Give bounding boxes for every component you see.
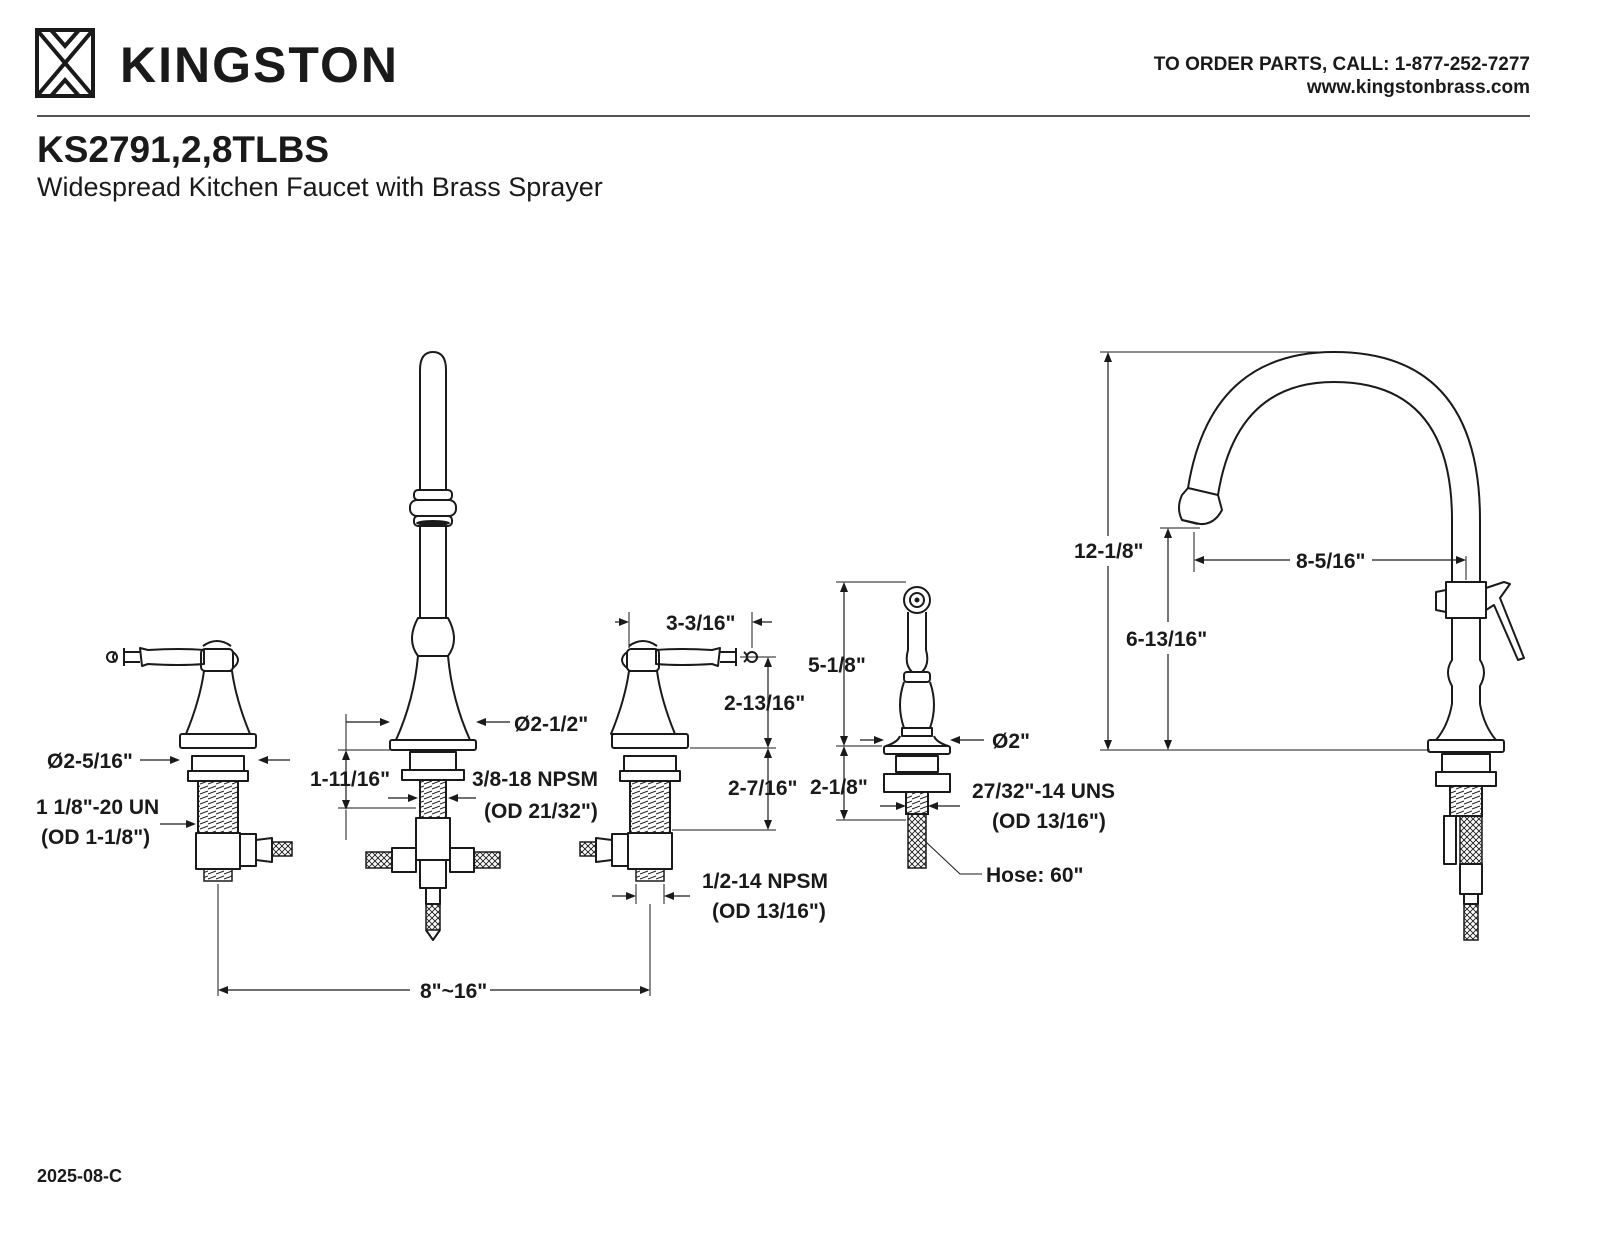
hot-handle-valve (106, 640, 293, 882)
model-number: KS2791,2,8TLBS (37, 129, 329, 170)
label-spout-mount-height: 1-11/16" (310, 768, 390, 791)
label-cold-handle-height: 2-13/16" (724, 692, 805, 715)
website-link[interactable]: www.kingstonbrass.com (1306, 77, 1530, 98)
order-phone: TO ORDER PARTS, CALL: 1-877-252-7277 (1154, 54, 1530, 75)
label-spout-reach: 8-5/16" (1296, 550, 1366, 573)
sprayer-assembly (883, 586, 951, 869)
cold-handle-valve (579, 640, 758, 882)
product-description: Widespread Kitchen Faucet with Brass Spr… (37, 172, 603, 202)
label-cold-handle-width: 3-3/16" (666, 612, 736, 635)
label-sprayer-base-diameter: Ø2" (992, 730, 1030, 753)
kingston-logo-icon (35, 28, 95, 98)
label-total-height: 12-1/8" (1074, 540, 1144, 563)
label-spout-base-diameter: Ø2-1/2" (514, 713, 588, 736)
label-hose-length: Hose: 60" (986, 864, 1084, 887)
label-sprayer-thread: 27/32"-14 UNS (972, 780, 1115, 803)
label-cold-thread: 1/2-14 NPSM (702, 870, 828, 893)
label-cold-shank-length: 2-7/16" (728, 777, 798, 800)
label-spout-thread: 3/8-18 NPSM (472, 768, 598, 791)
label-spout-thread-od: (OD 21/32") (484, 800, 598, 823)
label-sprayer-thread-od: (OD 13/16") (992, 810, 1106, 833)
faucet-side-view (1178, 351, 1525, 941)
label-sprayer-shank-length: 2-1/8" (810, 776, 868, 799)
revision-code: 2025-08-C (37, 1166, 122, 1186)
label-center-spread: 8"~16" (420, 980, 487, 1003)
dimension-lines (140, 351, 1467, 996)
label-sprayer-height: 5-1/8" (808, 654, 866, 677)
spout-front-view (365, 351, 501, 941)
brand-name: KINGSTON (120, 37, 399, 93)
label-spout-clearance: 6-13/16" (1126, 628, 1207, 651)
label-hot-thread-od: (OD 1-1/8") (41, 826, 150, 849)
label-hot-thread: 1 1/8"-20 UN (36, 796, 159, 819)
label-hot-handle-diameter: Ø2-5/16" (47, 750, 133, 773)
label-cold-thread-od: (OD 13/16") (712, 900, 826, 923)
